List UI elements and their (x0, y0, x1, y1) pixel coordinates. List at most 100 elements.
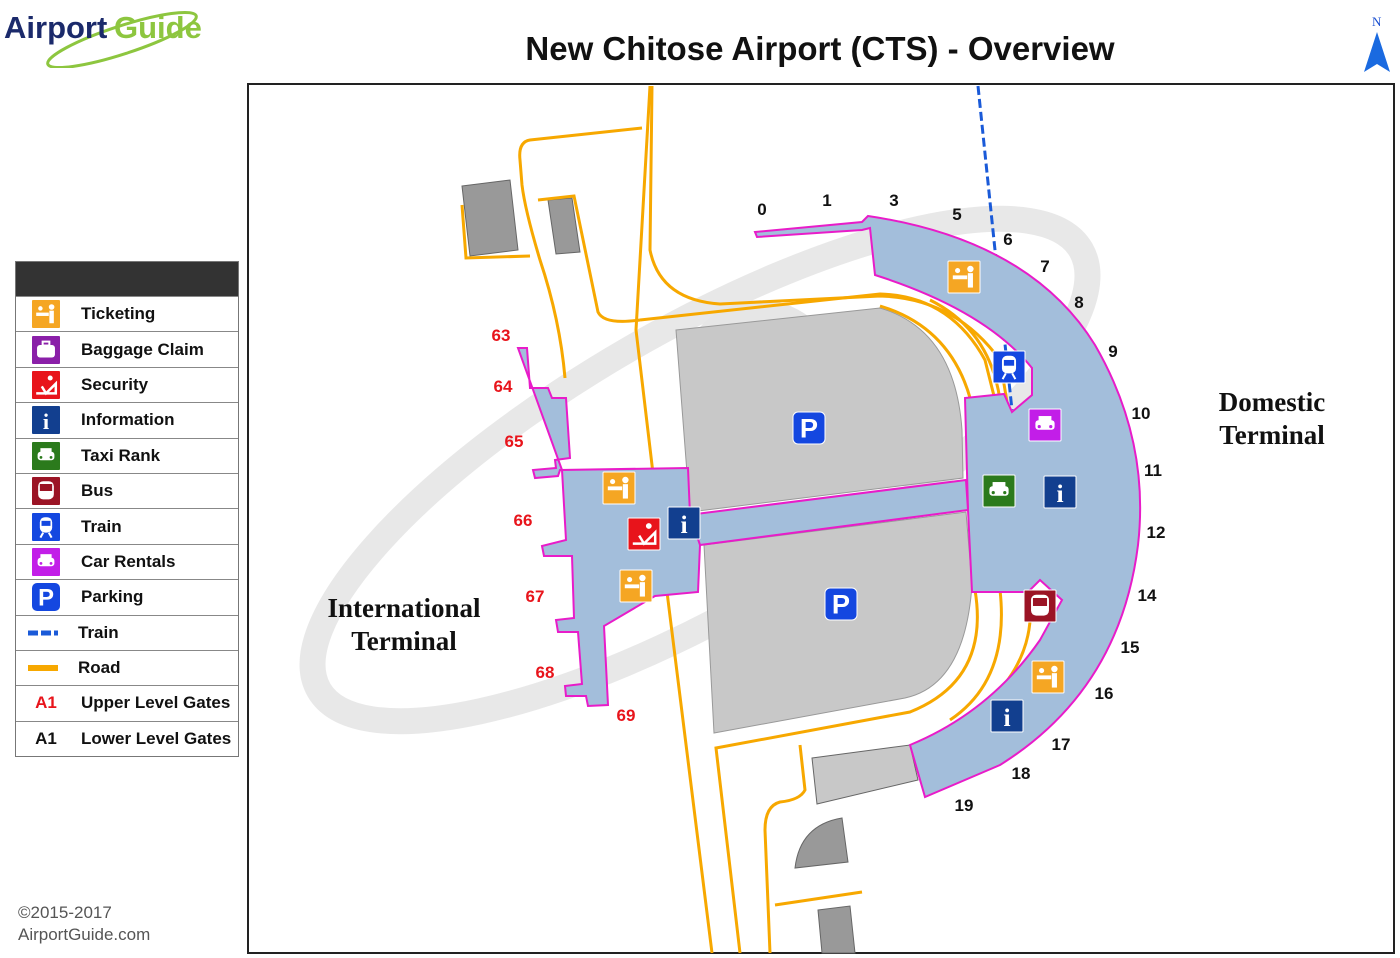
svg-text:i: i (1056, 479, 1063, 508)
legend-item-label: Taxi Rank (81, 445, 161, 465)
legend-item: Taxi Rank (16, 437, 238, 473)
gate-label-lower: 15 (1121, 638, 1140, 657)
legend-item-label: Information (81, 410, 175, 430)
legend-item: P Parking (16, 579, 238, 614)
legend-item-label: Baggage Claim (81, 339, 204, 359)
gate-sample-label: A1 (35, 728, 57, 748)
svg-text:P: P (800, 413, 818, 444)
svg-text:P: P (38, 585, 54, 612)
information-icon: i (31, 406, 61, 435)
gate-label-lower: 11 (1144, 461, 1162, 480)
information-icon: i (1043, 475, 1077, 509)
gate-label-lower: 17 (1052, 735, 1071, 754)
legend-item-label: Bus (81, 481, 114, 501)
gate-label-lower: 5 (952, 205, 961, 224)
svg-text:i: i (1003, 703, 1010, 732)
page-title: New Chitose Airport (CTS) - Overview (525, 30, 1115, 67)
legend-item-label: Upper Level Gates (81, 693, 231, 713)
gate-label-upper: 63 (492, 326, 511, 345)
road-line-icon (28, 654, 58, 682)
bus-icon (1023, 589, 1057, 623)
taxi-icon (31, 441, 61, 470)
north-label: N (1372, 14, 1382, 29)
parking-lot-north (675, 307, 964, 513)
logo-text-airport: Airport (4, 10, 107, 45)
legend-item: Security (16, 366, 238, 402)
parking-icon: P (31, 583, 61, 612)
security-icon (627, 517, 661, 551)
train-icon (31, 512, 61, 541)
copyright-years: ©2015-2017 (18, 903, 112, 922)
lower-gate-sample: A1 (31, 725, 61, 753)
ticketing-icon (947, 260, 981, 294)
domestic-terminal-label-line2: Terminal (1219, 420, 1325, 450)
ticketing-icon (1031, 660, 1065, 694)
copyright: ©2015-2017 AirportGuide.com (18, 902, 150, 946)
legend-item: Road (16, 649, 238, 685)
gate-label-lower: 14 (1138, 586, 1157, 605)
legend-item-label: Security (81, 374, 149, 394)
ticketing-icon (31, 300, 61, 329)
international-terminal (516, 347, 702, 708)
legend-item-label: Ticketing (81, 304, 156, 324)
gate-label-lower: 3 (889, 191, 898, 210)
gate-label-lower: 9 (1108, 342, 1117, 361)
airportguide-logo: Airport Guide (4, 10, 202, 68)
legend-item-label: Train (81, 516, 122, 536)
gate-label-lower: 12 (1147, 523, 1166, 542)
outbuildings (461, 179, 919, 954)
legend-item: Car Rentals (16, 543, 238, 579)
gate-label-upper: 67 (526, 587, 545, 606)
information-icon: i (667, 506, 701, 540)
gate-label-upper: 64 (494, 377, 513, 396)
legend-item-label: Train (78, 622, 119, 642)
gate-label-lower: 6 (1003, 230, 1012, 249)
ticketing-icon (619, 569, 653, 603)
svg-text:P: P (832, 589, 850, 620)
gate-label-lower: 18 (1012, 764, 1031, 783)
car-rental-icon (31, 547, 61, 576)
baggage-claim-icon (31, 335, 61, 364)
legend-item: A1 Lower Level Gates (16, 720, 238, 756)
svg-text:i: i (43, 409, 49, 434)
gate-label-lower: 8 (1074, 293, 1083, 312)
legend-item-label: Parking (81, 587, 144, 607)
ticketing-icon (602, 471, 636, 505)
legend-item: Baggage Claim (16, 331, 238, 366)
international-terminal-label-line2: Terminal (351, 626, 457, 656)
gate-label-lower: 19 (955, 796, 974, 815)
train-line (976, 85, 1014, 411)
gate-label-lower: 0 (757, 200, 766, 219)
legend-item-label: Lower Level Gates (81, 728, 232, 748)
legend-header (16, 262, 238, 296)
svg-text:i: i (680, 510, 687, 539)
domestic-terminal-label-line1: Domestic (1219, 387, 1325, 417)
information-icon: i (990, 699, 1024, 733)
gate-sample-label: A1 (35, 693, 57, 713)
parking-icon: P (792, 411, 826, 445)
international-terminal-label-line1: International (327, 593, 481, 623)
security-icon (31, 370, 61, 399)
roads (460, 85, 1032, 954)
parking-icon: P (824, 587, 858, 621)
gate-label-lower: 16 (1095, 684, 1114, 703)
taxi-icon (982, 474, 1016, 508)
gate-label-upper: 66 (514, 511, 533, 530)
car-rental-icon (1028, 408, 1062, 442)
legend-item: Train (16, 508, 238, 543)
legend-item: Train (16, 614, 238, 650)
gate-label-lower: 1 (822, 191, 831, 210)
legend-item-label: Road (78, 658, 121, 678)
logo-text-guide: Guide (114, 10, 202, 45)
gate-label-upper: 65 (505, 432, 524, 451)
legend-item: A1 Upper Level Gates (16, 685, 238, 720)
gate-label-upper: 69 (617, 706, 636, 725)
train-line-icon (28, 619, 58, 647)
legend-item: Bus (16, 472, 238, 508)
upper-gate-sample: A1 (31, 689, 61, 717)
legend-item-label: Car Rentals (81, 551, 176, 571)
bus-icon (31, 477, 61, 506)
legend-item: Ticketing (16, 296, 238, 331)
